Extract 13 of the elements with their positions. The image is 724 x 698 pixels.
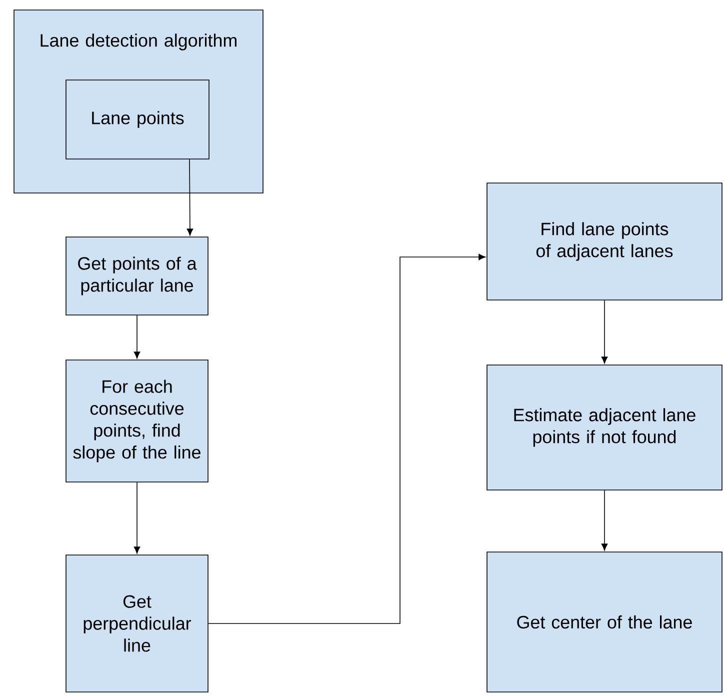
process-box: Get center of the lane	[486, 552, 722, 692]
arrow	[601, 490, 608, 551]
process-box: Get points of a particular lane	[66, 236, 208, 316]
arrow	[186, 159, 194, 236]
process-box: Estimate adjacent lane points if not found	[486, 364, 722, 490]
arrow	[601, 300, 608, 364]
process-box: Lane points	[66, 80, 210, 160]
process-box: For each consecutive points, find slope of the line	[66, 360, 208, 482]
process-box: Get perpendicular line	[66, 554, 208, 692]
arrow	[134, 482, 140, 554]
arrow	[208, 254, 486, 624]
arrow	[134, 315, 140, 359]
process-box: Find lane points of adjacent lanes	[486, 182, 722, 300]
